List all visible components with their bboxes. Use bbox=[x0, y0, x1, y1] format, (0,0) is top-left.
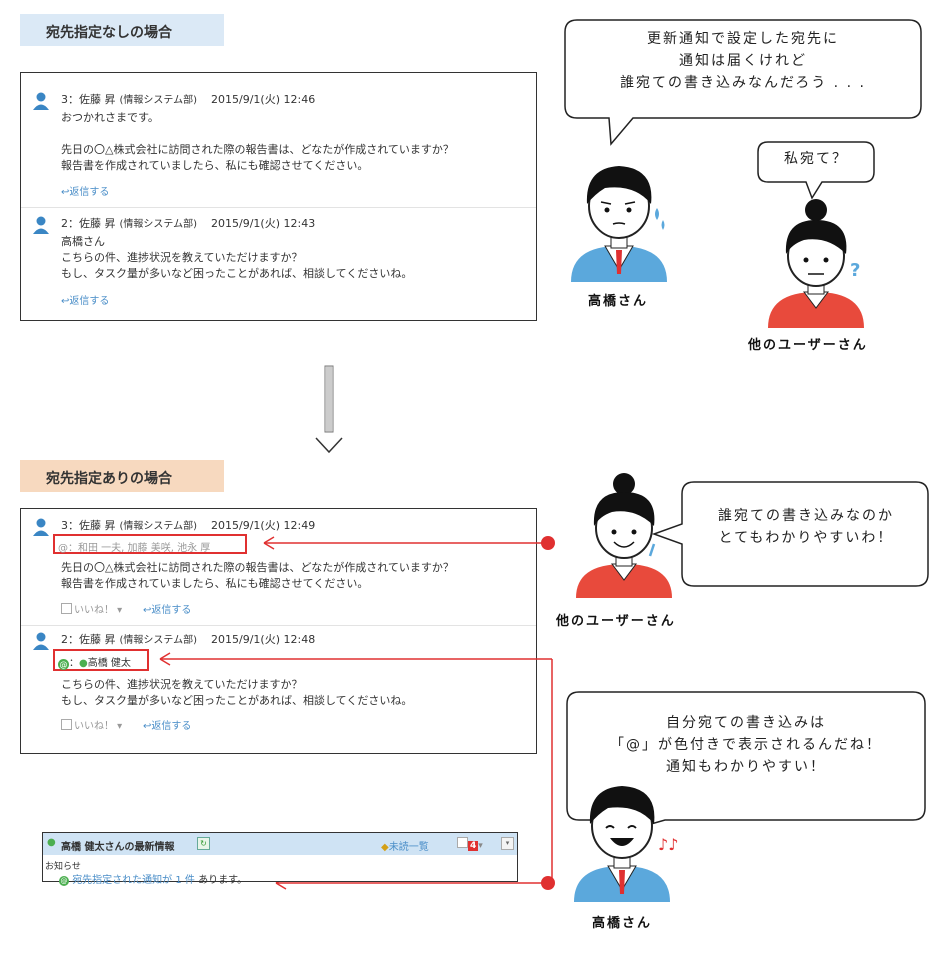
character-name-other-2: 他のユーザーさん bbox=[556, 614, 676, 629]
reply-icon: ↩ bbox=[143, 721, 152, 732]
like-icon bbox=[61, 603, 72, 614]
post-header: 2：佐藤 昇(情報システム部)2015/9/1(火) 12:48 bbox=[61, 633, 316, 646]
author-name[interactable]: 佐藤 昇 bbox=[79, 633, 116, 646]
user-icon: ● bbox=[47, 837, 56, 848]
thread-panel-with-mention: 3：佐藤 昇(情報システム部)2015/9/1(火) 12:49 @：和田 一夫… bbox=[20, 508, 537, 754]
other-user-character-illustration: ? bbox=[768, 199, 864, 328]
user-icon bbox=[33, 518, 49, 536]
character-name-takahashi: 高橋さん bbox=[588, 294, 649, 309]
reply-link[interactable]: ↩返信する bbox=[143, 605, 192, 616]
section-label-with-mention: 宛先指定ありの場合 bbox=[20, 460, 224, 492]
unread-list-link[interactable]: ◆未読一覧 bbox=[381, 842, 429, 853]
user-icon bbox=[33, 216, 49, 234]
section-label-text: 宛先指定なしの場合 bbox=[46, 25, 172, 41]
character-name-takahashi-2: 高橋さん bbox=[592, 916, 653, 931]
reply-link[interactable]: ↩返信する bbox=[61, 187, 110, 198]
mention-at-icon: @ bbox=[59, 876, 69, 886]
post-divider bbox=[21, 625, 536, 626]
notice-line: @ 宛先指定された通知が 1 件 あります。 bbox=[59, 871, 247, 886]
post-date: 2015/9/1(火) 12:46 bbox=[211, 93, 316, 106]
post-date: 2015/9/1(火) 12:49 bbox=[211, 519, 316, 532]
author-name[interactable]: 佐藤 昇 bbox=[79, 93, 116, 106]
mention-recipients-box: @：和田 一夫, 加藤 美咲, 池永 厚 bbox=[53, 534, 247, 554]
notice-heading: お知らせ bbox=[45, 862, 81, 872]
notice-link[interactable]: 宛先指定された通知が bbox=[72, 875, 173, 886]
speech-bubble-mini bbox=[757, 141, 875, 200]
reply-icon: ↩ bbox=[61, 187, 70, 198]
like-button[interactable]: いいね！ ▾ bbox=[61, 601, 122, 616]
widget-header: ● 高橋 健太さんの最新情報 ↻ ◆未読一覧 4▾ ▾ bbox=[43, 833, 517, 855]
like-icon bbox=[61, 719, 72, 730]
bubble-top-text: 更新通知で設定した宛先に 通知は届くけれど 誰宛ての書き込みなんだろう . . … bbox=[620, 31, 866, 91]
post-body: おつかれさまです。 先日の〇△株式会社に訪問された際の報告書は、どなたが作成され… bbox=[61, 111, 454, 172]
menu-dropdown-icon[interactable]: ▾ bbox=[501, 837, 514, 850]
svg-text:♪♪: ♪♪ bbox=[658, 835, 678, 854]
user-icon bbox=[33, 632, 49, 650]
user-icon-small: ● bbox=[79, 658, 88, 669]
post-body: 高橋さん こちらの件、進捗状況を教えていただけますか？ もし、タスク量が多いなど… bbox=[61, 235, 413, 280]
down-arrow-icon bbox=[315, 365, 343, 454]
person-icon bbox=[457, 837, 468, 848]
mention-self-box: @：●高橋 健太 bbox=[53, 649, 149, 671]
user-icon bbox=[33, 92, 49, 110]
speech-bubble-right1 bbox=[651, 481, 929, 587]
other-user-happy-illustration bbox=[576, 473, 672, 598]
bubble-right2-text: 自分宛ての書き込みは 「@」が色付きで表示されるんだね！ 通知もわかりやすい！ bbox=[610, 715, 882, 775]
notice-count[interactable]: 1 件 bbox=[175, 875, 195, 886]
latest-info-widget: ● 高橋 健太さんの最新情報 ↻ ◆未読一覧 4▾ ▾ お知らせ @ 宛先指定さ… bbox=[42, 832, 518, 886]
post-date: 2015/9/1(火) 12:43 bbox=[211, 217, 316, 230]
author-name[interactable]: 佐藤 昇 bbox=[79, 217, 116, 230]
mention-at-icon: @ bbox=[58, 659, 69, 670]
post-header: 3：佐藤 昇(情報システム部)2015/9/1(火) 12:46 bbox=[61, 93, 316, 106]
badge-count: 4 bbox=[468, 841, 479, 851]
thread-panel-no-mention: 3：佐藤 昇(情報システム部)2015/9/1(火) 12:46 おつかれさまで… bbox=[20, 72, 537, 321]
post-divider bbox=[21, 207, 536, 208]
takahashi-happy-illustration: ♪♪ bbox=[574, 786, 678, 902]
section-label-text: 宛先指定ありの場合 bbox=[46, 471, 172, 487]
speech-bubble-top bbox=[564, 19, 922, 146]
takahashi-character-illustration bbox=[571, 166, 667, 282]
section-label-no-mention: 宛先指定なしの場合 bbox=[20, 14, 224, 46]
character-name-other: 他のユーザーさん bbox=[748, 338, 868, 353]
post-body: こちらの件、進捗状況を教えていただけますか？ もし、タスク量が多いなど困ったこと… bbox=[61, 678, 413, 707]
post-header: 2：佐藤 昇(情報システム部)2015/9/1(火) 12:43 bbox=[61, 217, 316, 230]
chevron-down-icon: ▾ bbox=[478, 841, 483, 851]
reply-link[interactable]: ↩返信する bbox=[143, 721, 192, 732]
svg-text:?: ? bbox=[850, 260, 860, 281]
bubble-right1-text: 誰宛ての書き込みなのか とてもわかりやすいわ！ bbox=[718, 508, 894, 546]
refresh-icon[interactable]: ↻ bbox=[197, 837, 210, 850]
notice-tail: あります。 bbox=[198, 875, 248, 886]
post-header: 3：佐藤 昇(情報システム部)2015/9/1(火) 12:49 bbox=[61, 519, 316, 532]
bubble-mini-text: 私宛て？ bbox=[784, 151, 848, 167]
reply-icon: ↩ bbox=[61, 296, 70, 307]
mention-recipients[interactable]: @：和田 一夫, 加藤 美咲, 池永 厚 bbox=[58, 543, 211, 554]
widget-title: 高橋 健太さんの最新情報 bbox=[61, 842, 175, 853]
post-date: 2015/9/1(火) 12:48 bbox=[211, 633, 316, 646]
notification-badge[interactable]: 4▾ bbox=[457, 837, 483, 851]
mention-name[interactable]: 高橋 健太 bbox=[87, 658, 131, 669]
post-body: 先日の〇△株式会社に訪問された際の報告書は、どなたが作成されていますか？ 報告書… bbox=[61, 561, 454, 590]
reply-icon: ↩ bbox=[143, 605, 152, 616]
author-name[interactable]: 佐藤 昇 bbox=[79, 519, 116, 532]
unread-icon: ◆ bbox=[381, 842, 389, 853]
reply-link[interactable]: ↩返信する bbox=[61, 296, 110, 307]
like-button[interactable]: いいね！ ▾ bbox=[61, 717, 122, 732]
